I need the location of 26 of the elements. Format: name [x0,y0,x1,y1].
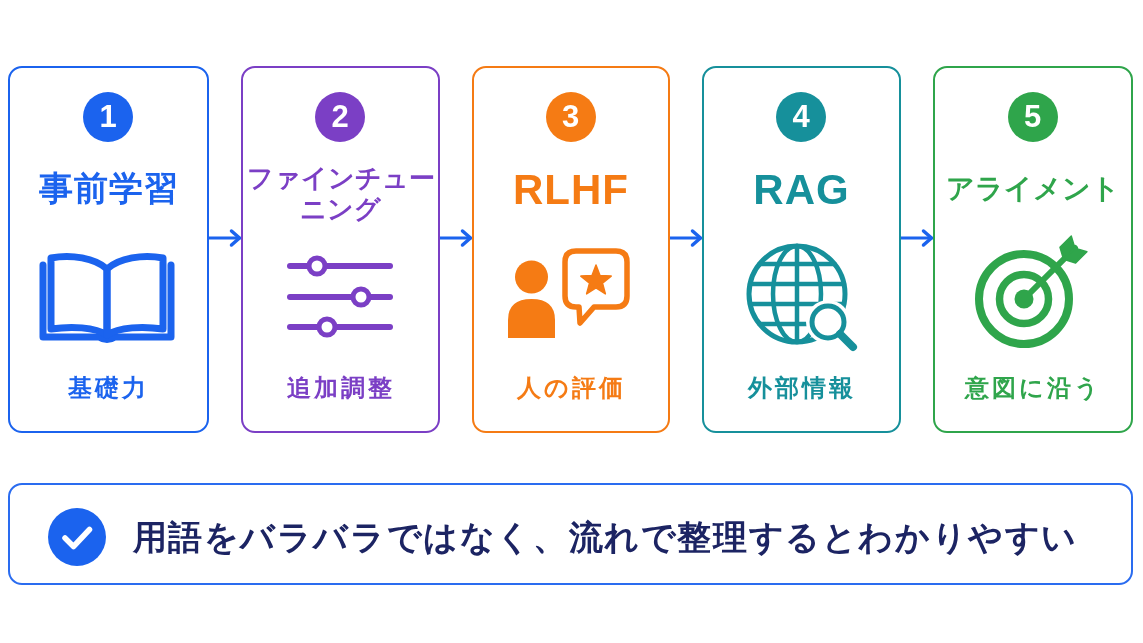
step-card [241,66,440,433]
note-text: 用語をバラバラではなく、流れで整理するとわかりやすい [132,516,1079,557]
step-title: RAG [753,164,850,215]
step-subtitle: 人の評価 [516,373,626,402]
arrow [207,229,242,247]
number-badge: 3 [545,91,596,142]
arrow [438,229,473,247]
step-card [933,66,1133,433]
step-subtitle: 意図に沿う [964,373,1102,402]
note-box [8,483,1133,585]
step-card [472,66,670,433]
arrow [668,229,703,247]
number-badge: 5 [1007,91,1058,142]
step-title: アライメント [946,171,1120,205]
step-card [702,66,901,433]
step-title: ファインチューニング [245,162,436,226]
step-subtitle: 基礎力 [68,373,149,402]
number-badge: 1 [83,91,133,142]
step-title: RLHF [513,164,629,215]
step-title: 事前学習 [38,167,179,209]
step-card [8,66,209,433]
step-subtitle: 追加調整 [286,373,395,402]
arrow [899,229,934,247]
number-badge: 4 [776,91,826,142]
step-subtitle: 外部情報 [747,373,856,402]
number-badge: 2 [315,91,365,142]
